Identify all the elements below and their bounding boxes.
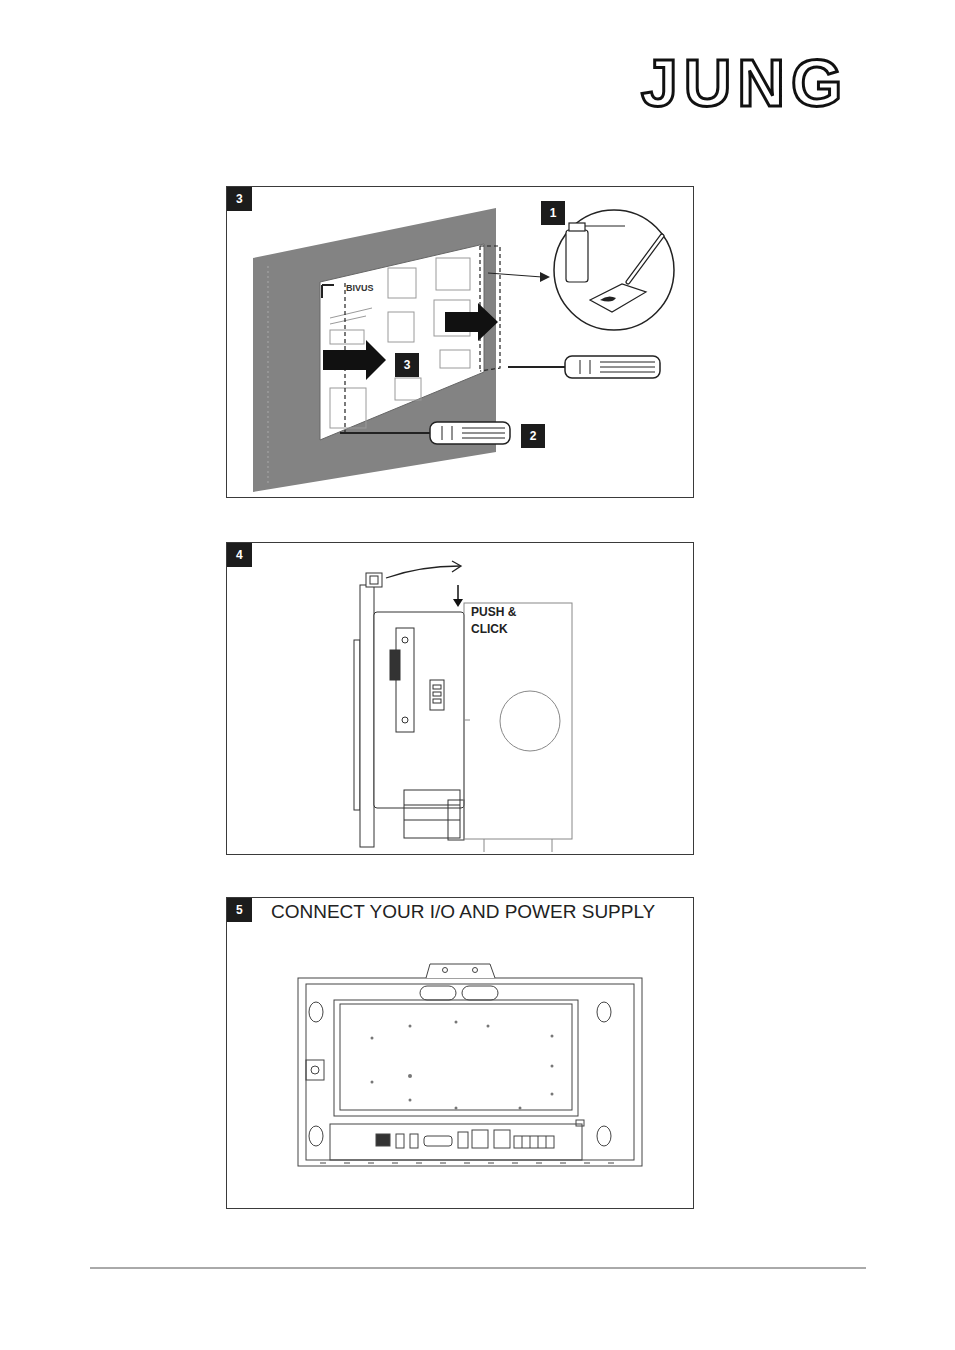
callout-number: 2 bbox=[521, 424, 545, 448]
step-panel: 5 CONNECT YOUR I/O AND POWER SUPPLY bbox=[226, 897, 694, 1209]
step-number: 4 bbox=[227, 543, 252, 567]
template-brand: BIVUS bbox=[346, 283, 374, 293]
step-panel: 4 bbox=[226, 542, 694, 855]
callout-number: 1 bbox=[541, 201, 565, 225]
step-panel: 3 1 3 2 bbox=[226, 186, 694, 498]
side-view-figure bbox=[354, 561, 572, 852]
step-number: 5 bbox=[227, 898, 252, 922]
brand-logo: JUNG bbox=[641, 53, 848, 113]
callout-number: 3 bbox=[395, 353, 419, 377]
step-number: 3 bbox=[227, 187, 252, 211]
wall-mounting-figure bbox=[253, 208, 674, 492]
callout-text: 3 bbox=[404, 358, 411, 372]
callout-text: 1 bbox=[550, 206, 557, 220]
front-view-figure bbox=[298, 964, 642, 1166]
step-title: CONNECT YOUR I/O AND POWER SUPPLY bbox=[271, 901, 655, 923]
callout-text: 2 bbox=[530, 429, 537, 443]
instruction-note: PUSH & CLICK bbox=[471, 604, 527, 638]
footer-rule bbox=[90, 1268, 866, 1269]
